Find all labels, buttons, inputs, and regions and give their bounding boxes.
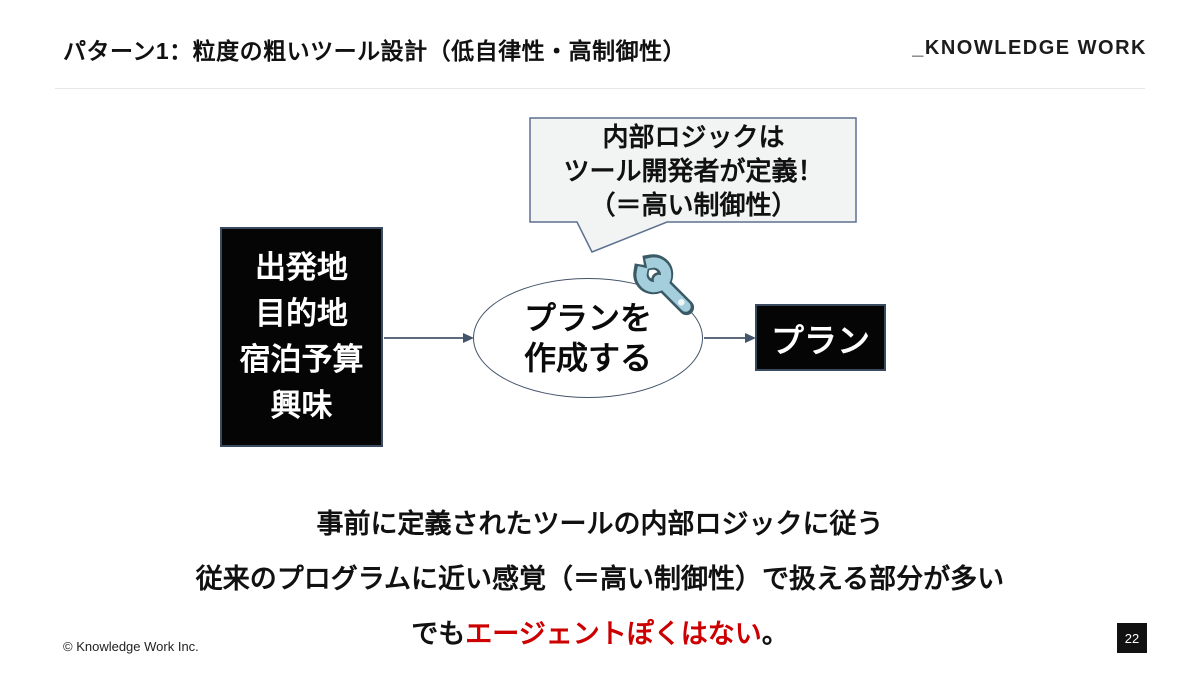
callout-line: 内部ロジックは — [602, 122, 785, 152]
summary-line-3-prefix: でも — [411, 619, 466, 649]
knowledge-work-logo: _KNOWLEDGE WORK — [912, 37, 1147, 59]
summary-line-3-highlight: エージェントぽくはない — [465, 619, 762, 649]
output-plan-box: プラン — [755, 304, 886, 371]
page-title: パターン1：粒度の粗いツール設計（低自律性・高制御性） — [63, 38, 687, 64]
header-divider — [55, 88, 1145, 89]
callout-line: （＝高い制御性） — [589, 190, 798, 220]
summary-line-2: 従来のプログラムに近い感覚（＝高い制御性）で扱える部分が多い — [195, 564, 1005, 594]
process-label-line: プランを — [523, 300, 652, 336]
process-label-line: 作成する — [523, 340, 652, 376]
input-parameters-box: 出発地 目的地 宿泊予算 興味 — [220, 227, 383, 447]
summary-line-1: 事前に定義されたツールの内部ロジックに従う — [316, 509, 884, 539]
input-param: 興味 — [270, 388, 333, 423]
input-param: 目的地 — [255, 296, 348, 331]
input-param: 出発地 — [255, 250, 348, 285]
summary-line-3-suffix: 。 — [761, 619, 789, 649]
arrow-input-to-process — [384, 333, 474, 343]
callout-line: ツール開発者が定義！ — [563, 156, 824, 186]
wrench-icon — [633, 254, 695, 316]
output-plan-label: プラン — [771, 321, 870, 359]
callout-bubble-text: 内部ロジックは ツール開発者が定義！ （＝高い制御性） — [530, 120, 857, 222]
arrow-process-to-output — [704, 333, 756, 343]
page-number-badge: 22 — [1117, 623, 1147, 653]
input-param: 宿泊予算 — [239, 342, 364, 377]
process-ellipse: プランを 作成する — [473, 278, 703, 398]
summary-line-3: でもエージェントぽくはない。 — [0, 612, 1200, 651]
copyright-text: © Knowledge Work Inc. — [63, 639, 199, 654]
